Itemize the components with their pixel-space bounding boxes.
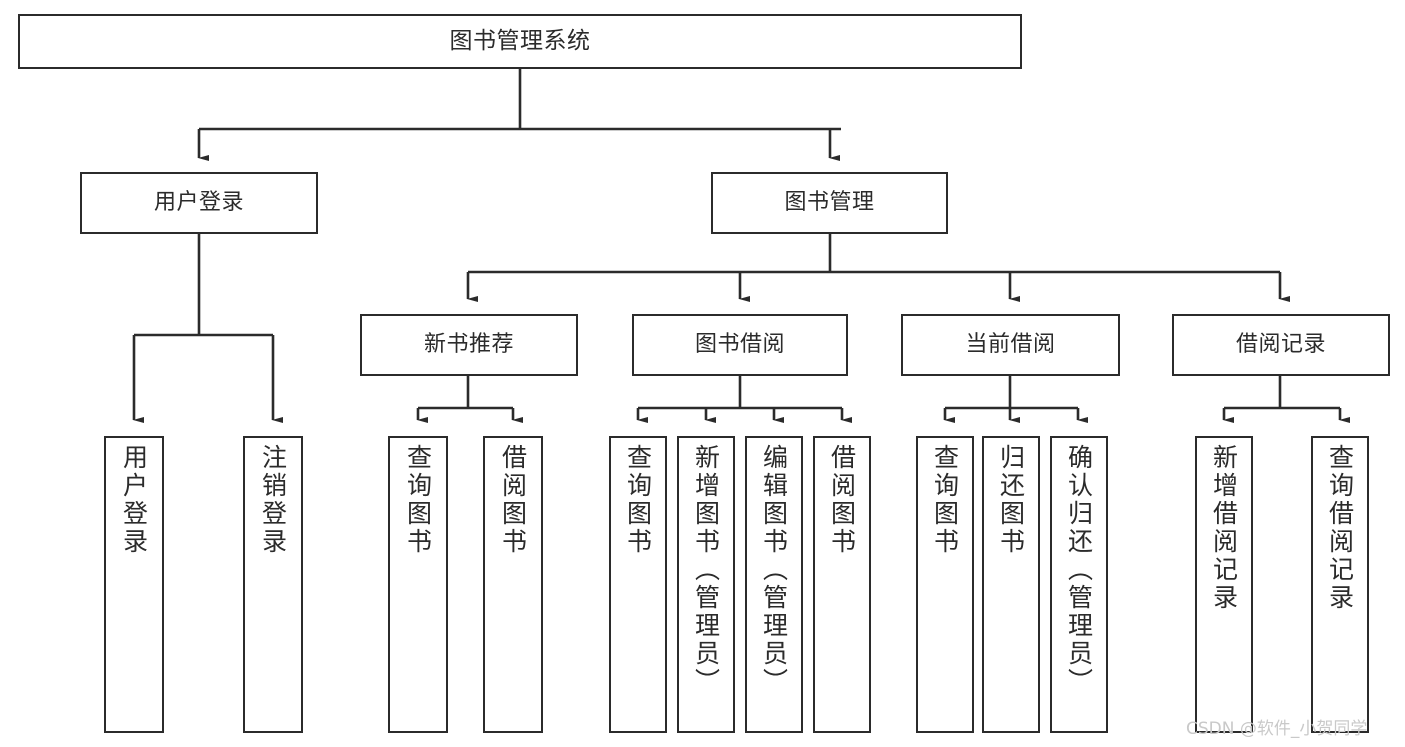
leaf-borrow-record-add[interactable]: 新增借阅记录	[1195, 436, 1253, 733]
node-label: 新增借阅记录	[1209, 444, 1239, 612]
leaf-book-borrow-edit[interactable]: 编辑图书（管理员）	[745, 436, 803, 733]
node-label: 查询图书	[623, 444, 653, 556]
node-label: 借阅图书	[498, 444, 528, 556]
node-label: 归还图书	[996, 444, 1026, 556]
node-label: 用户登录	[153, 190, 244, 216]
leaf-new-book-borrow[interactable]: 借阅图书	[483, 436, 543, 733]
node-label: 查询图书	[403, 444, 433, 556]
node-label: 新书推荐	[423, 332, 514, 358]
node-user-login[interactable]: 用户登录	[80, 172, 318, 234]
csdn-watermark: CSDN @软件_小贺同学	[1186, 719, 1368, 739]
node-label: 用户登录	[119, 444, 149, 556]
leaf-current-borrow-confirm-return[interactable]: 确认归还（管理员）	[1050, 436, 1108, 733]
leaf-current-borrow-query[interactable]: 查询图书	[916, 436, 974, 733]
node-borrow-record[interactable]: 借阅记录	[1172, 314, 1390, 376]
leaf-user-login-login[interactable]: 用户登录	[104, 436, 164, 733]
node-root-system[interactable]: 图书管理系统	[18, 14, 1022, 69]
node-label: 新增图书（管理员）	[691, 444, 721, 696]
node-label: 当前借阅	[965, 332, 1056, 358]
node-current-borrow[interactable]: 当前借阅	[901, 314, 1120, 376]
node-new-book-recommend[interactable]: 新书推荐	[360, 314, 578, 376]
leaf-book-borrow-query[interactable]: 查询图书	[609, 436, 667, 733]
node-label: 借阅图书	[827, 444, 857, 556]
node-label: 图书管理系统	[449, 27, 591, 54]
node-label: 查询借阅记录	[1325, 444, 1355, 612]
leaf-user-login-logout[interactable]: 注销登录	[243, 436, 303, 733]
leaf-new-book-query[interactable]: 查询图书	[388, 436, 448, 733]
node-label: 查询图书	[930, 444, 960, 556]
node-label: 借阅记录	[1235, 332, 1326, 358]
node-label: 编辑图书（管理员）	[759, 444, 789, 696]
leaf-book-borrow-add[interactable]: 新增图书（管理员）	[677, 436, 735, 733]
leaf-borrow-record-query[interactable]: 查询借阅记录	[1311, 436, 1369, 733]
node-book-borrow[interactable]: 图书借阅	[632, 314, 848, 376]
node-label: 确认归还（管理员）	[1064, 444, 1094, 696]
leaf-current-borrow-return[interactable]: 归还图书	[982, 436, 1040, 733]
node-book-management[interactable]: 图书管理	[711, 172, 948, 234]
leaf-book-borrow-borrow[interactable]: 借阅图书	[813, 436, 871, 733]
node-label: 图书借阅	[694, 332, 785, 358]
node-label: 注销登录	[258, 444, 288, 556]
node-label: 图书管理	[784, 190, 875, 216]
